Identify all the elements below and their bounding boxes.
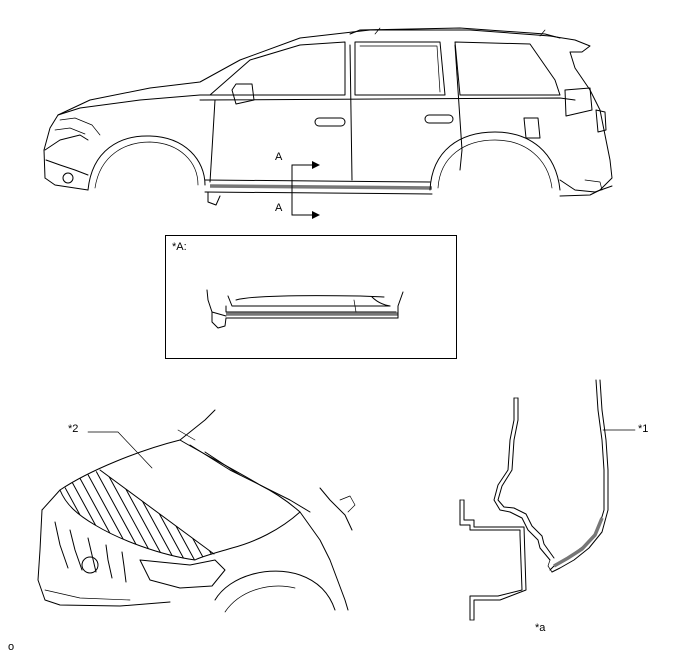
inset-section-a: [206, 289, 404, 329]
vehicle-side-view: [43, 27, 613, 219]
callout-a-label: *a: [535, 622, 546, 634]
hood-detail: [37, 409, 356, 613]
section-label-bottom: A: [275, 202, 283, 214]
callout-2-label: *2: [68, 423, 79, 435]
callout-1-label: *1: [638, 423, 649, 435]
panel-section-detail: [459, 379, 636, 621]
inset-frame: [165, 235, 457, 359]
footer-mark: o: [8, 641, 15, 653]
section-label-top: A: [275, 151, 283, 163]
inset-title: *A:: [172, 241, 187, 253]
